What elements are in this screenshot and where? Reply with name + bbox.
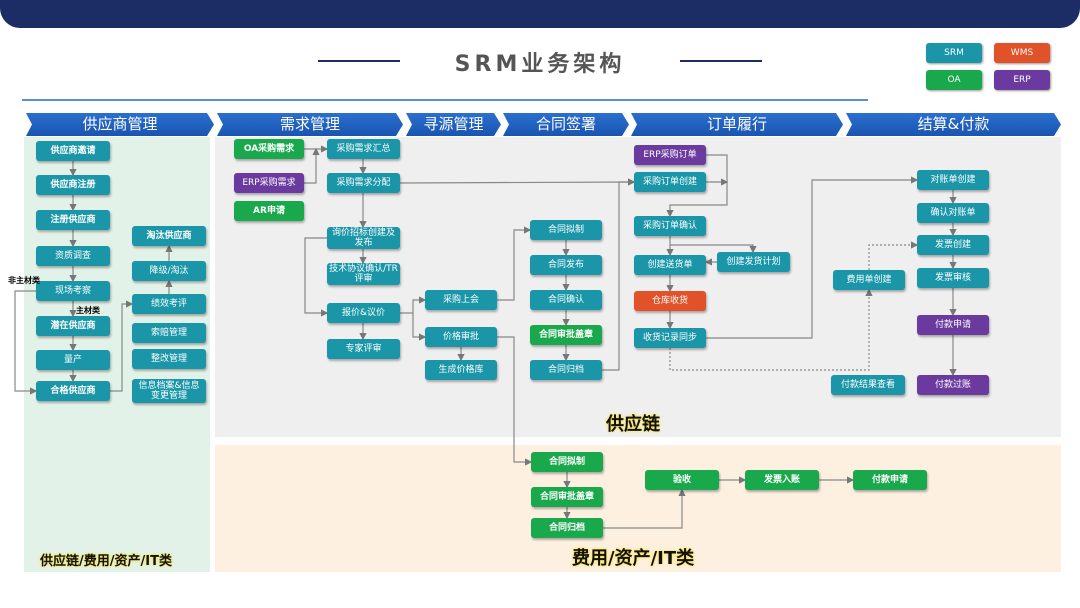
phase-6: 结算&付款 [846, 113, 1061, 136]
node-d3[interactable]: AR申请 [234, 201, 304, 221]
legend-srm: SRM [926, 43, 982, 63]
node-s4[interactable]: 资质调查 [36, 246, 110, 266]
top-banner [0, 0, 1080, 28]
phase-5: 订单履行 [631, 113, 843, 136]
legend-erp: ERP [994, 70, 1050, 90]
node-s1[interactable]: 供应商邀请 [36, 141, 110, 161]
node-s2[interactable]: 供应商注册 [36, 175, 110, 195]
node-d9[interactable]: 专家评审 [327, 339, 400, 359]
node-r3[interactable]: 绩效考评 [132, 294, 206, 314]
flow-arrow [400, 296, 427, 314]
node-o6[interactable]: 仓库收货 [634, 291, 706, 311]
node-c4[interactable]: 合同审批盖章 [530, 325, 602, 345]
phase-4: 合同签署 [503, 113, 629, 136]
phase-1: 供应商管理 [26, 113, 214, 136]
node-p8[interactable]: 付款过账 [917, 375, 989, 395]
divider [22, 99, 868, 101]
node-c2[interactable]: 合同发布 [530, 255, 602, 275]
node-r2[interactable]: 降级/淘汰 [132, 261, 206, 281]
node-s6[interactable]: 潜在供应商 [36, 316, 110, 336]
flow-arrow [110, 300, 134, 392]
node-o7[interactable]: 收货记录同步 [634, 328, 706, 348]
node-s3[interactable]: 注册供应商 [36, 210, 110, 230]
flow-arrow [666, 154, 728, 218]
node-p3[interactable]: 发票创建 [917, 235, 989, 255]
title-rule-right [680, 60, 762, 62]
node-d6[interactable]: 询价招标创建及发布 [327, 227, 400, 249]
node-o3[interactable]: 采购订单确认 [634, 216, 706, 236]
node-o1[interactable]: ERP采购订单 [634, 145, 706, 165]
flow-arrow [14, 290, 38, 395]
flow-arrow [602, 178, 636, 371]
node-p5[interactable]: 费用单创建 [833, 270, 905, 290]
node-p6[interactable]: 付款申请 [917, 315, 989, 335]
node-o4[interactable]: 创建送货单 [634, 255, 706, 275]
node-b2[interactable]: 合同审批盖章 [531, 487, 603, 507]
flow-arrow [497, 226, 532, 301]
node-d2[interactable]: ERP采购需求 [234, 173, 304, 193]
flow-arrow [304, 147, 320, 184]
flow-arrow [399, 178, 636, 186]
node-b4[interactable]: 验收 [645, 470, 719, 490]
node-d5[interactable]: 采购需求分配 [327, 173, 400, 193]
node-r1[interactable]: 淘汰供应商 [132, 226, 206, 246]
node-p2[interactable]: 确认对账单 [917, 203, 989, 223]
node-r6[interactable]: 信息档案&信息变更管理 [132, 379, 206, 403]
phase-3: 寻源管理 [406, 113, 501, 136]
node-p1[interactable]: 对账单创建 [917, 170, 989, 190]
node-c5[interactable]: 合同归档 [530, 360, 602, 380]
flow-arrow [304, 237, 329, 317]
expense-region [215, 445, 1061, 572]
flow-arrow [670, 244, 757, 254]
flow-arrow [868, 241, 919, 270]
node-d7[interactable]: 技术协议确认/TR评审 [327, 263, 400, 285]
node-c1[interactable]: 合同拟制 [530, 220, 602, 240]
node-b3[interactable]: 合同归档 [531, 518, 603, 538]
node-p4[interactable]: 发票审核 [917, 268, 989, 288]
node-x2[interactable]: 价格审批 [425, 327, 497, 347]
node-b6[interactable]: 付款申请 [853, 470, 927, 490]
node-x3[interactable]: 生成价格库 [425, 360, 497, 380]
node-o5[interactable]: 创建发货计划 [717, 252, 790, 272]
flow-arrow [706, 176, 919, 339]
node-b5[interactable]: 发票入账 [745, 470, 819, 490]
page-title: SRM业务架构 [454, 52, 626, 77]
label-left-footer: 供应链/费用/资产/IT类 [40, 554, 172, 569]
flow-arrow [603, 488, 686, 529]
legend-wms: WMS [994, 43, 1050, 63]
flow-arrow [412, 313, 427, 341]
flow-arrow [497, 336, 533, 466]
node-d4[interactable]: 采购需求汇总 [327, 139, 400, 159]
phase-2: 需求管理 [217, 113, 403, 136]
title-rule-left [318, 60, 400, 62]
node-p7[interactable]: 付款结果查看 [831, 375, 905, 395]
node-s7[interactable]: 量产 [36, 350, 110, 370]
node-o2[interactable]: 采购订单创建 [634, 172, 706, 192]
node-r5[interactable]: 整改管理 [132, 349, 206, 369]
flow-arrow [669, 288, 873, 371]
node-x1[interactable]: 采购上会 [425, 290, 497, 310]
label-expense: 费用/资产/IT类 [572, 548, 695, 569]
node-b1[interactable]: 合同拟制 [531, 452, 603, 472]
node-r4[interactable]: 索赔管理 [132, 323, 206, 343]
label-non-main: 非主材类 [8, 276, 40, 285]
node-c3[interactable]: 合同确认 [530, 290, 602, 310]
node-s8[interactable]: 合格供应商 [36, 381, 110, 401]
label-supply-chain: 供应链 [606, 414, 660, 435]
node-d8[interactable]: 报价&议价 [327, 303, 400, 323]
node-s5[interactable]: 现场考察 [36, 281, 110, 301]
label-main: 主材类 [76, 306, 100, 315]
legend-oa: OA [926, 70, 982, 90]
node-d1[interactable]: OA采购需求 [234, 139, 304, 159]
